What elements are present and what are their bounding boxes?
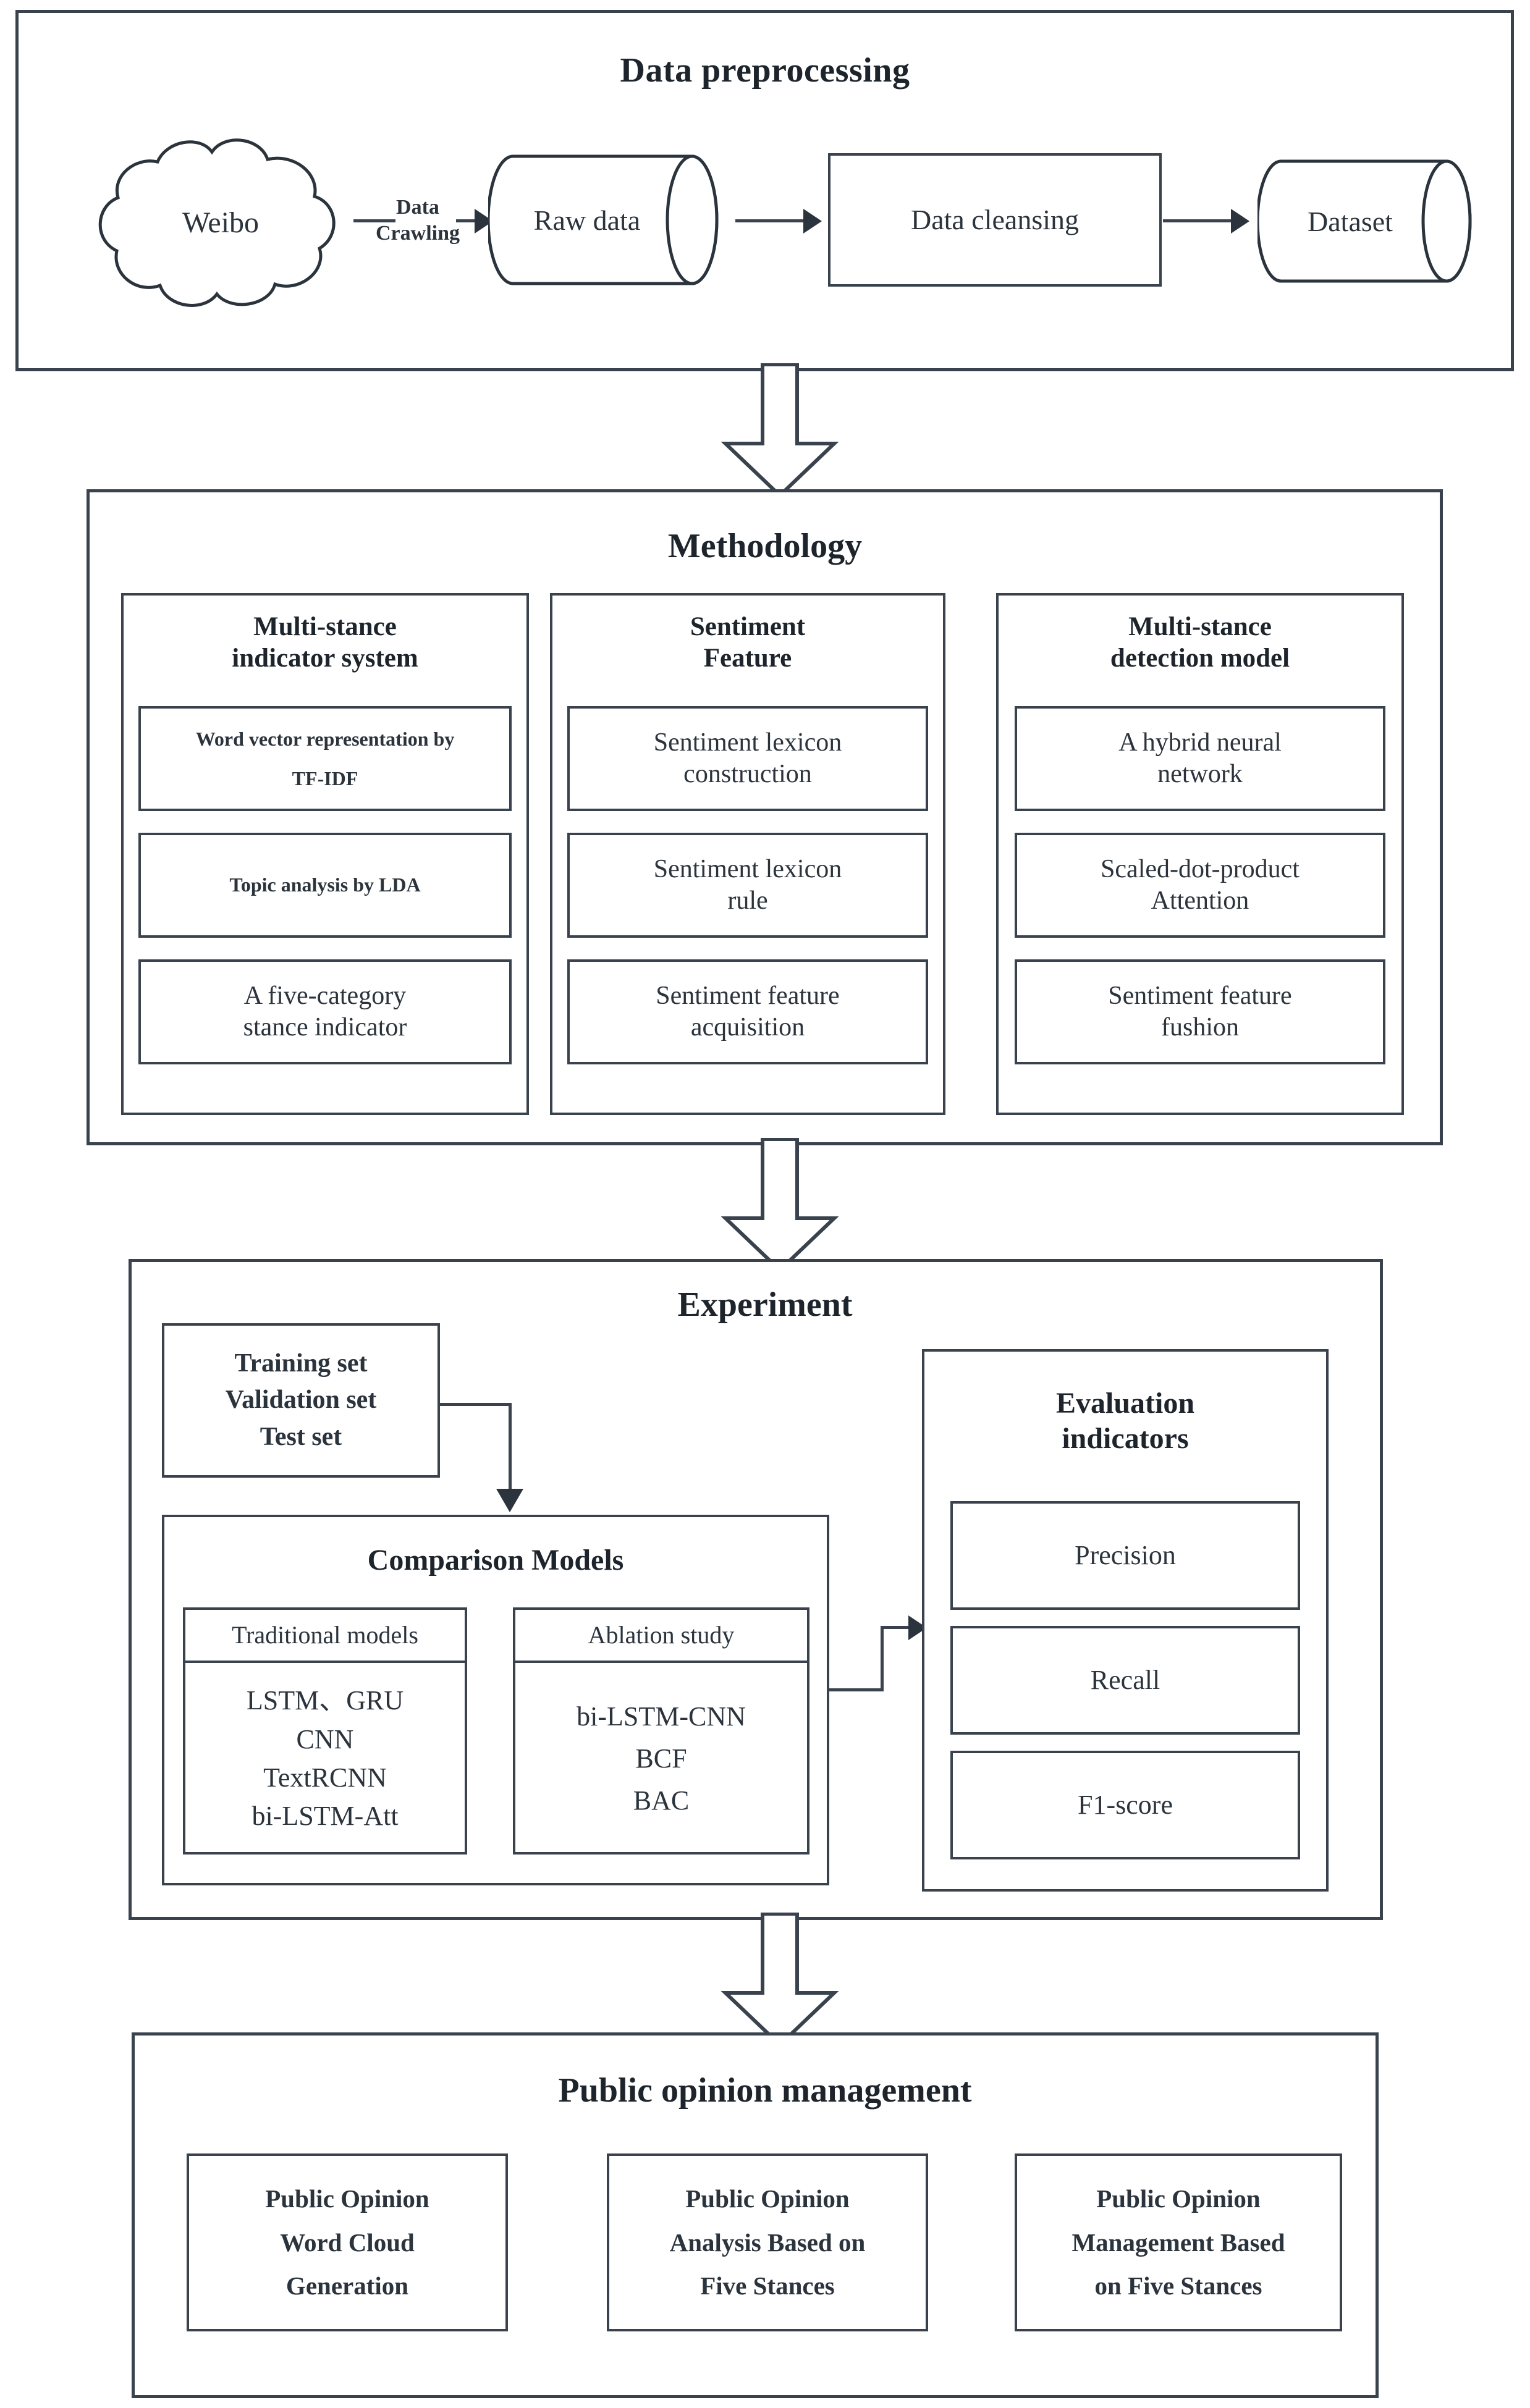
evaluation-indicators-title: Evaluation indicators [1055,1387,1195,1455]
evaluation-item-precision: Precision [950,1501,1300,1610]
ablation-study-items: bi-LSTM-CNN BCF BAC [577,1701,746,1816]
methodology-item-2-1-label: Sentiment lexicon construction [653,728,842,788]
arrow3-shaft [1163,219,1237,222]
split-to-comparison-arrowhead [496,1489,523,1512]
ablation-study-header: Ablation study [588,1620,735,1649]
methodology-item-3-1: A hybrid neural network [1015,706,1385,811]
section-title-public-opinion-management: Public opinion management [558,2071,972,2110]
traditional-models-items: LSTM、GRU CNN TextRCNN bi-LSTM-Att [246,1685,404,1832]
management-item-management: Public Opinion Management Based on Five … [1015,2153,1342,2331]
arrow2-head [803,209,822,234]
management-item-analysis: Public Opinion Analysis Based on Five St… [607,2153,928,2331]
arrow3-head [1231,209,1249,234]
split-to-comparison-hline [440,1403,512,1406]
dataset-cylinder [1257,159,1472,283]
traditional-models-group [183,1607,467,1854]
dataset-label: Dataset [1308,205,1393,237]
weibo-cloud-shape [98,138,336,307]
methodology-item-2-2: Sentiment lexicon rule [567,833,928,938]
block-arrow-preprocessing-to-methodology [721,363,839,498]
dataset-split-box: Training set Validation set Test set [162,1323,440,1478]
methodology-item-1-3-label: A five-category stance indicator [243,981,407,1042]
management-item-word-cloud-label: Public Opinion Word Cloud Generation [265,2184,429,2301]
management-item-word-cloud: Public Opinion Word Cloud Generation [187,2153,508,2331]
weibo-label: Weibo [182,206,260,239]
evaluation-item-f1score-label: F1-score [1078,1790,1173,1821]
methodology-item-1-2-label: Topic analysis by LDA [229,874,421,896]
methodology-item-2-1: Sentiment lexicon construction [567,706,928,811]
methodology-item-3-2-label: Scaled-dot-product Attention [1101,854,1300,915]
ablation-study-group [513,1607,809,1854]
evaluation-item-f1score: F1-score [950,1751,1300,1859]
ablation-study-divider [515,1661,807,1663]
split-to-comparison-vline [509,1403,512,1499]
management-item-management-label: Public Opinion Management Based on Five … [1071,2184,1285,2301]
arrow2-shaft [735,219,809,222]
methodology-column-2-title: Sentiment Feature [690,612,806,673]
methodology-item-2-3-label: Sentiment feature acquisition [656,981,840,1042]
comparison-to-eval-hline-bottom [829,1688,884,1691]
data-cleansing-label: Data cleansing [910,203,1080,235]
methodology-item-1-1-label: Word vector representation by TF-IDF [195,728,455,789]
methodology-column-3-title: Multi-stance detection model [1110,612,1290,673]
methodology-item-2-2-label: Sentiment lexicon rule [653,854,842,915]
traditional-models-header: Traditional models [232,1620,418,1649]
section-title-experiment: Experiment [677,1286,853,1324]
section-title-data-preprocessing: Data preprocessing [620,51,910,90]
traditional-models-divider [185,1661,465,1663]
evaluation-item-recall: Recall [950,1626,1300,1735]
comparison-models-title: Comparison Models [367,1544,624,1577]
methodology-item-1-1: Word vector representation by TF-IDF [138,706,512,811]
block-arrow-methodology-to-experiment [721,1138,839,1273]
methodology-item-2-3: Sentiment feature acquisition [567,959,928,1064]
methodology-item-3-1-label: A hybrid neural network [1118,728,1282,788]
raw-data-label: Raw data [533,204,641,236]
methodology-item-1-2: Topic analysis by LDA [138,833,512,938]
evaluation-item-precision-label: Precision [1075,1540,1176,1571]
comparison-to-eval-vline [881,1626,884,1691]
methodology-item-3-3: Sentiment feature fushion [1015,959,1385,1064]
section-title-methodology: Methodology [667,527,863,565]
comparison-to-eval-hline-top [881,1626,916,1629]
data-cleansing-box: Data cleansing [828,153,1162,287]
dataset-split-label: Training set Validation set Test set [225,1349,377,1451]
cloud-connector-line [353,219,395,222]
management-item-analysis-label: Public Opinion Analysis Based on Five St… [669,2184,866,2301]
edge-label-data-crawling: Data Crawling [376,195,460,245]
methodology-item-3-3-label: Sentiment feature fushion [1108,981,1292,1042]
raw-data-cylinder [488,154,719,285]
methodology-column-1-title: Multi-stance indicator system [232,612,418,673]
block-arrow-experiment-to-management [721,1913,839,2047]
crawl-arrow-shaft [456,219,480,222]
methodology-item-1-3: A five-category stance indicator [138,959,512,1064]
methodology-item-3-2: Scaled-dot-product Attention [1015,833,1385,938]
evaluation-item-recall-label: Recall [1090,1665,1160,1696]
